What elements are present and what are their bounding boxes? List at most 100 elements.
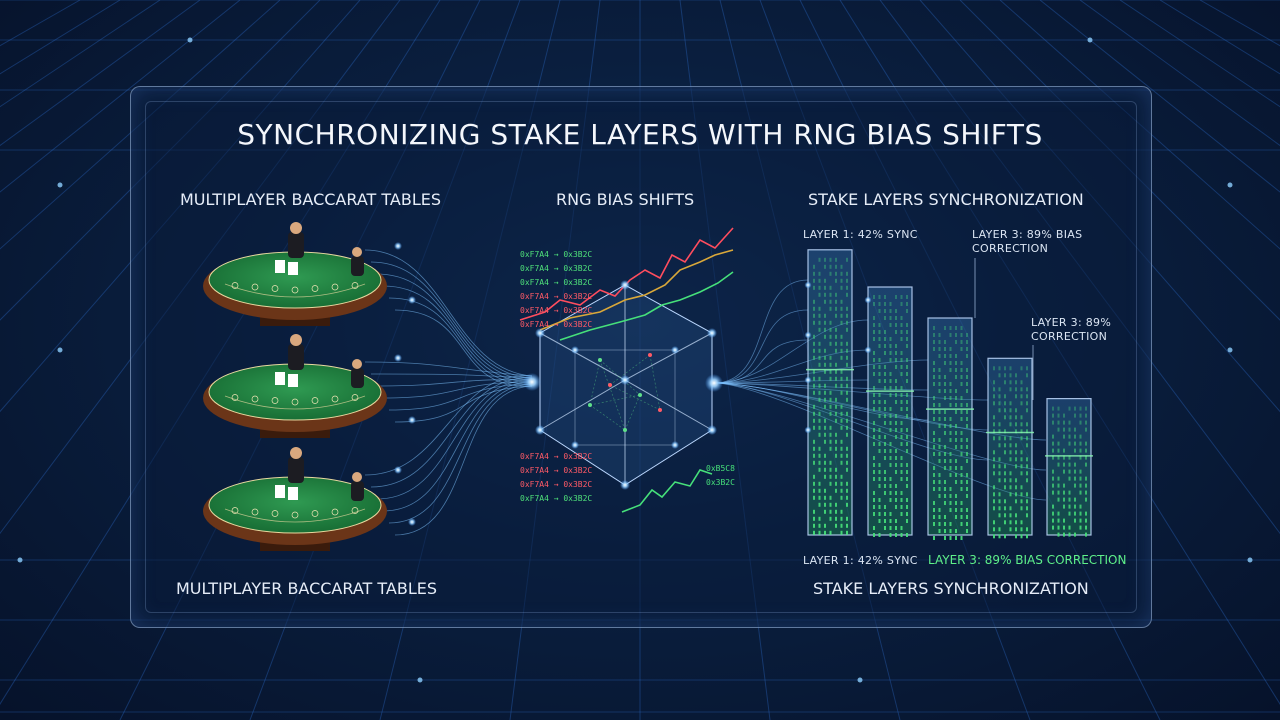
stake-bar-digit	[824, 488, 826, 493]
stake-bar-digit	[955, 494, 957, 498]
grid-node	[857, 677, 863, 683]
stake-bar-digit	[846, 418, 848, 423]
stake-bar-digit	[938, 452, 941, 456]
glow-node	[620, 480, 630, 490]
stake-bar-digit	[1074, 448, 1076, 453]
stake-bar-digit	[873, 372, 875, 376]
stake-bar-digit	[998, 394, 1001, 399]
table-line	[224, 395, 366, 410]
stake-bar-digit	[949, 417, 952, 421]
stake-bar-digit	[895, 330, 897, 334]
stake-bar-digit	[846, 320, 848, 325]
stake-bar-digit	[835, 446, 837, 451]
betting-spot	[251, 508, 259, 516]
stake-bar-digit	[949, 508, 952, 512]
stake-bar-digit	[824, 320, 826, 325]
stake-bar-digit	[889, 393, 892, 397]
stake-bar-digit	[1074, 518, 1076, 523]
stake-bar-digit	[938, 480, 941, 484]
stake-bar-digit	[884, 519, 886, 523]
stake-bar-digit	[846, 348, 848, 353]
stake-bar-digit	[840, 488, 843, 493]
stake-bar-digit	[878, 295, 881, 299]
stake-bar-digit	[906, 379, 908, 383]
stake-bar-digit	[829, 362, 832, 367]
stake-bar-digit	[1079, 434, 1082, 439]
glow-node	[408, 416, 416, 424]
stake-bar-digit	[1004, 373, 1006, 378]
stake-layer-bar	[926, 317, 974, 540]
glow-node	[535, 425, 545, 435]
stake-bar-digit	[1079, 490, 1082, 495]
glow-node	[707, 425, 717, 435]
stake-bar-digit	[966, 522, 968, 526]
stake-bar-digit	[840, 383, 843, 388]
betting-spot	[331, 283, 339, 291]
stake-bar-digit	[966, 347, 968, 351]
stake-bar-digit	[906, 470, 908, 474]
stake-bar-digit	[1052, 469, 1054, 474]
stake-bar-digit	[966, 515, 968, 519]
stake-bar-digit	[840, 509, 843, 514]
stake-bar-digit	[1020, 534, 1023, 539]
stake-bar-digit	[818, 285, 821, 290]
stake-bar-digit	[1079, 476, 1082, 481]
stake-bar-digit	[829, 404, 832, 409]
dealer-body	[288, 232, 304, 258]
stake-bar-digit	[993, 422, 995, 427]
stake-bar-digit	[1026, 401, 1028, 406]
stake-bar-digit	[1063, 525, 1065, 530]
dealer-head	[290, 447, 302, 459]
stake-bar-digit	[955, 536, 957, 540]
stake-bar-digit	[1074, 483, 1076, 488]
hex-code: 0xF7A4 → 0x3B2C	[520, 466, 593, 475]
betting-spot	[291, 286, 299, 294]
betting-spot	[271, 285, 279, 292]
stake-bar-digit	[829, 285, 832, 290]
stake-bar-digit	[824, 425, 826, 430]
stake-bar-digit	[846, 446, 848, 451]
stake-bar-digit	[1052, 455, 1054, 460]
stake-bar-digit	[900, 400, 903, 404]
card	[275, 372, 285, 385]
stake-bar-digit	[878, 519, 881, 523]
stake-bar-digit	[1057, 525, 1060, 530]
stake-bar-digit	[1009, 443, 1012, 448]
stake-bar-digit	[993, 436, 995, 441]
hex-code: 0xF7A4 → 0x3B2C	[520, 250, 593, 259]
stake-bar-digit	[1085, 427, 1087, 432]
stake-bar-digit	[813, 383, 815, 388]
stake-bar-digit	[1079, 483, 1082, 488]
stake-bar-digit	[829, 530, 832, 535]
stake-bar-digit	[840, 530, 843, 535]
stake-bar-digit	[895, 470, 897, 474]
glow-node	[804, 331, 812, 339]
cube-network-line	[589, 404, 626, 431]
stake-bar-digit	[1020, 457, 1023, 462]
stake-bar-digit	[846, 502, 848, 507]
stake-bar-digit	[1004, 401, 1006, 406]
stake-bar-digit	[873, 323, 875, 327]
stake-bar-digit	[873, 526, 875, 530]
stake-bar-digit	[813, 390, 815, 395]
stake-bar-digit	[1009, 408, 1012, 413]
stake-bar-digit	[835, 404, 837, 409]
stake-bar-digit	[906, 372, 908, 376]
stake-bar-digit	[895, 351, 897, 355]
stake-bar-digit	[873, 393, 875, 397]
stake-bar-digit	[960, 522, 963, 526]
stake-bar-digit	[966, 368, 968, 372]
stake-bar-digit	[1026, 527, 1028, 532]
glow-node	[864, 296, 872, 304]
stake-bar-digit	[824, 362, 826, 367]
stake-bar-digit	[818, 516, 821, 521]
card	[288, 487, 298, 500]
cube-network-node	[608, 383, 612, 387]
stake-bar-digit	[813, 334, 815, 339]
stake-bar-digit	[949, 536, 952, 540]
stake-bar-digit	[846, 397, 848, 402]
stake-bar-digit	[955, 480, 957, 484]
wire	[376, 379, 533, 387]
stake-bar-digit	[824, 257, 826, 262]
stake-bar-digit	[900, 498, 903, 502]
